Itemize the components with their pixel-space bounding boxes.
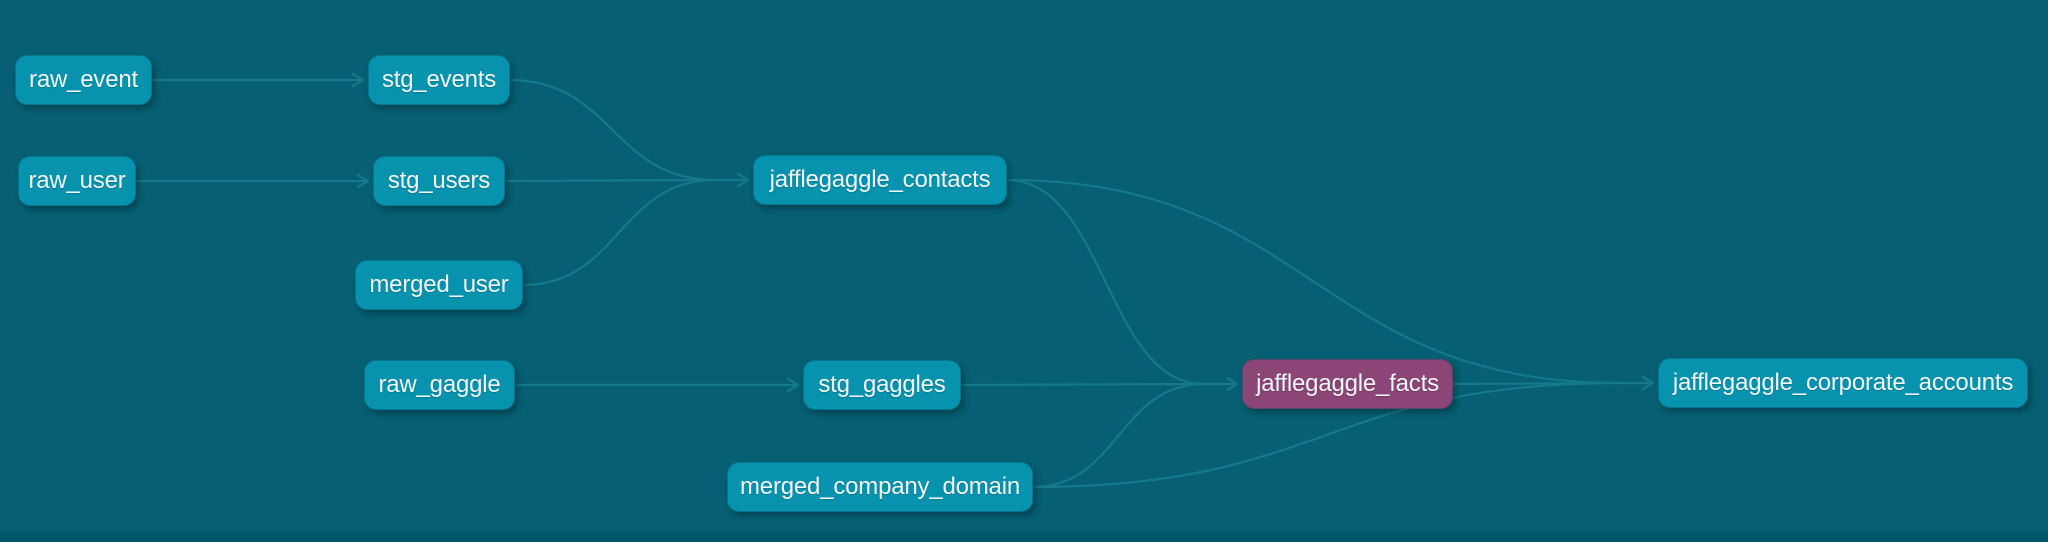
graph-node-raw_event[interactable]: raw_event xyxy=(15,55,152,105)
graph-node-stg_events[interactable]: stg_events xyxy=(368,55,510,105)
graph-node-label: raw_user xyxy=(28,167,126,194)
graph-node-jafflegaggle_facts[interactable]: jafflegaggle_facts xyxy=(1242,359,1453,409)
graph-node-stg_gaggles[interactable]: stg_gaggles xyxy=(803,360,961,410)
graph-node-label: stg_events xyxy=(381,66,497,93)
edge-merged_company_domain-to-jafflegaggle_facts xyxy=(1032,382,1205,489)
graph-node-raw_gaggle[interactable]: raw_gaggle xyxy=(364,360,515,410)
edge-jafflegaggle_contacts-to-jafflegaggle_facts xyxy=(1006,178,1205,386)
graph-node-merged_user[interactable]: merged_user xyxy=(355,260,523,310)
graph-node-stg_users[interactable]: stg_users xyxy=(373,156,505,206)
bottom-strip xyxy=(0,531,2048,542)
graph-node-jafflegaggle_corporate_accounts[interactable]: jafflegaggle_corporate_accounts xyxy=(1658,358,2028,408)
edge-stg_events-to-jafflegaggle_contacts xyxy=(509,78,716,182)
edge-stg_users-to-jafflegaggle_contacts xyxy=(504,178,716,183)
graph-node-merged_company_domain[interactable]: merged_company_domain xyxy=(727,462,1033,512)
edge-merged_company_domain-to-jafflegaggle_corporate_accounts xyxy=(1032,381,1621,489)
graph-node-label: stg_gaggles xyxy=(818,371,946,398)
edge-jafflegaggle_contacts-to-jafflegaggle_corporate_accounts xyxy=(1006,178,1621,385)
graph-node-label: jafflegaggle_facts xyxy=(1256,370,1439,397)
graph-node-raw_user[interactable]: raw_user xyxy=(18,156,136,206)
edge-merged_user-to-jafflegaggle_contacts xyxy=(522,178,716,287)
graph-node-label: stg_users xyxy=(387,167,491,194)
graph-node-label: raw_event xyxy=(29,66,138,93)
graph-node-jafflegaggle_contacts[interactable]: jafflegaggle_contacts xyxy=(753,155,1007,205)
edge-stg_gaggles-to-jafflegaggle_facts xyxy=(960,382,1205,387)
graph-node-label: merged_company_domain xyxy=(740,473,1020,500)
graph-node-label: jafflegaggle_contacts xyxy=(769,166,991,193)
graph-node-label: jafflegaggle_corporate_accounts xyxy=(1672,369,2014,396)
graph-node-label: raw_gaggle xyxy=(378,371,501,398)
graph-node-label: merged_user xyxy=(369,271,509,298)
